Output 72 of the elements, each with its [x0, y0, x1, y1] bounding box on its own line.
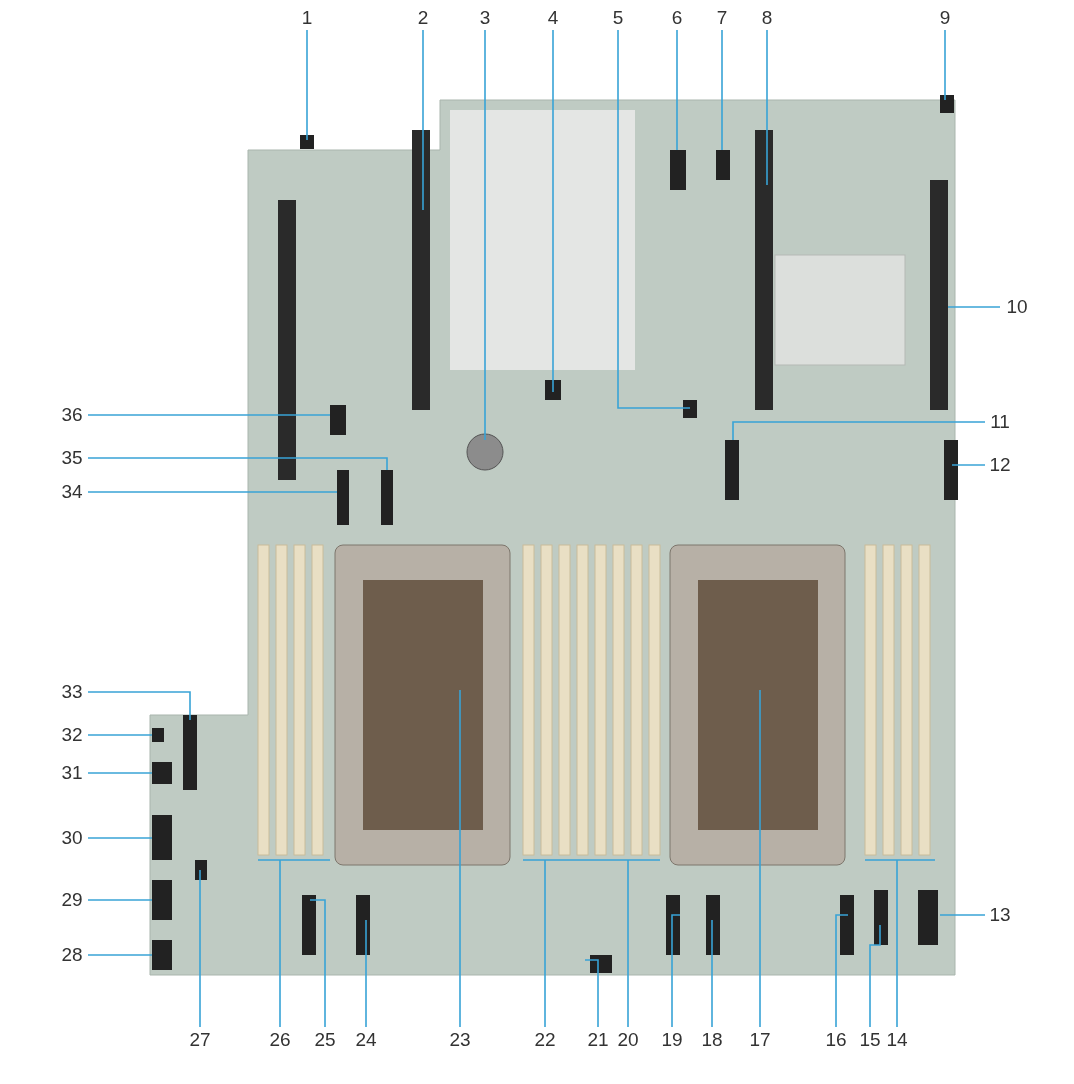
leader-line — [864, 859, 936, 1028]
leader-line — [552, 29, 554, 393]
callout-number: 9 — [938, 8, 952, 28]
callout-number: 24 — [354, 1030, 378, 1050]
leader-line — [676, 29, 678, 151]
callout-number: 20 — [616, 1030, 640, 1050]
callout-number: 15 — [858, 1030, 882, 1050]
leader-line — [306, 29, 308, 141]
callout-number: 21 — [586, 1030, 610, 1050]
callout-number: 10 — [1005, 297, 1029, 317]
leader-line — [365, 919, 367, 1028]
leader-line — [87, 734, 153, 736]
callout-number: 30 — [60, 828, 84, 848]
callout-number: 27 — [188, 1030, 212, 1050]
callout-number: 34 — [60, 482, 84, 502]
leader-line — [584, 959, 599, 1028]
callout-number: 5 — [611, 8, 625, 28]
callout-number: 6 — [670, 8, 684, 28]
leader-line — [732, 421, 986, 441]
leader-line — [87, 691, 191, 721]
callout-number: 2 — [416, 8, 430, 28]
leader-line — [617, 29, 691, 409]
callout-number: 25 — [313, 1030, 337, 1050]
leader-line — [484, 29, 486, 441]
callout-number: 26 — [268, 1030, 292, 1050]
leader-line — [721, 29, 723, 151]
leader-line — [87, 837, 153, 839]
leader-line — [257, 859, 331, 1028]
callout-number: 33 — [60, 682, 84, 702]
callout-number: 14 — [885, 1030, 909, 1050]
leader-line — [87, 954, 153, 956]
callout-number: 12 — [988, 455, 1012, 475]
leader-line — [199, 869, 201, 1028]
leader-line — [87, 899, 153, 901]
callout-number: 29 — [60, 890, 84, 910]
leader-line — [597, 859, 661, 1028]
callout-number: 19 — [660, 1030, 684, 1050]
callout-number: 22 — [533, 1030, 557, 1050]
callout-number: 18 — [700, 1030, 724, 1050]
leader-line — [944, 29, 946, 101]
leader-line — [759, 689, 761, 1028]
callout-number: 36 — [60, 405, 84, 425]
leader-line — [947, 306, 1001, 308]
leader-line — [835, 914, 849, 1028]
leader-line — [869, 924, 881, 1028]
leader-line — [87, 491, 338, 493]
leader-line — [766, 29, 768, 186]
callout-number: 17 — [748, 1030, 772, 1050]
callout-number: 32 — [60, 725, 84, 745]
callout-number: 13 — [988, 905, 1012, 925]
leader-line — [951, 464, 986, 466]
callout-number: 35 — [60, 448, 84, 468]
leader-line — [711, 919, 713, 1028]
leader-line — [939, 914, 986, 916]
callout-number: 1 — [300, 8, 314, 28]
leader-line — [87, 414, 331, 416]
leader-line — [671, 914, 681, 1028]
callout-number: 11 — [989, 412, 1011, 432]
leader-line — [422, 29, 424, 211]
callout-number: 7 — [715, 8, 729, 28]
callout-number: 31 — [60, 763, 84, 783]
leader-line — [87, 457, 388, 471]
callout-number: 23 — [448, 1030, 472, 1050]
callout-number: 8 — [760, 8, 774, 28]
leader-line — [522, 859, 599, 1028]
callout-number: 16 — [824, 1030, 848, 1050]
leader-line — [309, 899, 326, 1028]
callout-number: 28 — [60, 945, 84, 965]
leader-line — [459, 689, 461, 1028]
callout-number: 4 — [546, 8, 560, 28]
callout-number: 3 — [478, 8, 492, 28]
leader-line — [87, 772, 153, 774]
